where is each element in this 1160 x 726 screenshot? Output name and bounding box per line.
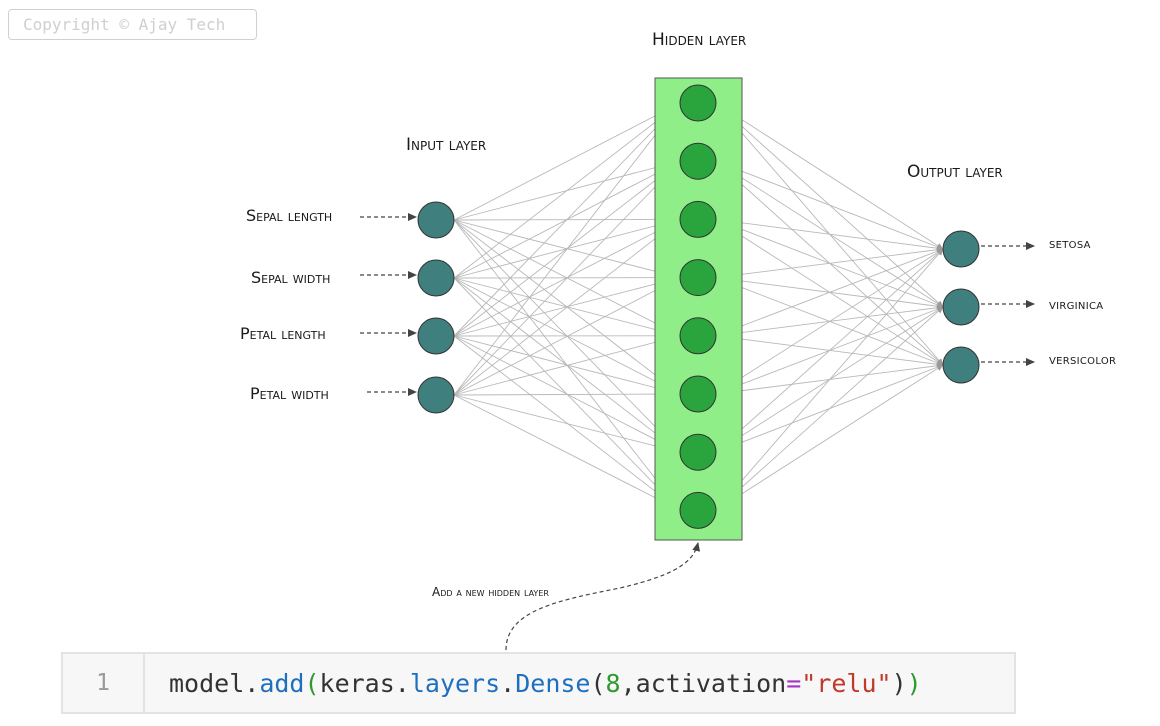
hidden-neuron	[679, 433, 717, 471]
code-editor: 1 model.add(keras.layers.Dense(8,activat…	[61, 652, 1016, 714]
code-token: layers	[409, 668, 501, 698]
code-token: Dense	[515, 668, 591, 698]
output-label-setosa: setosa	[1049, 236, 1091, 252]
hidden-neuron	[679, 84, 717, 122]
code-token: (	[590, 668, 606, 698]
hidden-output-edge	[715, 364, 944, 511]
annotation-add-hidden-layer: Add a new hidden layer	[432, 585, 549, 599]
output-neuron	[942, 230, 980, 268]
hidden-neuron	[679, 375, 717, 413]
hidden-layer-title: Hidden layer	[652, 30, 747, 50]
input-hidden-edge	[453, 102, 681, 396]
hidden-neuron	[679, 491, 717, 529]
code-token: "relu"	[801, 668, 892, 698]
input-hidden-edge	[453, 391, 681, 398]
connection-edges	[453, 102, 944, 511]
hidden-output-edge	[715, 246, 944, 279]
code-token: 8	[605, 668, 621, 698]
io-arrows	[360, 213, 1035, 396]
input-label-sepal-length: Sepal length	[246, 206, 333, 225]
input-neuron	[417, 259, 455, 297]
code-token: =	[786, 668, 802, 698]
input-hidden-edge	[453, 334, 681, 396]
hidden-output-edge	[715, 248, 944, 511]
output-layer-title: Output layer	[907, 162, 1003, 182]
hidden-output-edge	[715, 248, 944, 453]
code-token: add	[259, 668, 305, 698]
input-neuron	[417, 317, 455, 355]
input-neuron	[417, 376, 455, 414]
input-hidden-edge	[453, 394, 681, 454]
output-label-virginica: virginica	[1049, 297, 1104, 313]
input-neuron	[417, 201, 455, 239]
output-label-versicolor: versicolor	[1049, 352, 1117, 368]
hidden-output-edge	[715, 306, 944, 511]
hidden-output-edge	[715, 218, 944, 252]
code-line: model.add(keras.layers.Dense(8,activatio…	[145, 654, 922, 712]
code-token: model.	[169, 668, 260, 698]
code-token: .	[500, 668, 516, 698]
annotation-arrow	[505, 542, 701, 651]
hidden-output-edge	[715, 160, 944, 250]
code-token: keras.	[319, 668, 410, 698]
copyright-watermark: Copyright © Ajay Tech	[8, 9, 257, 40]
input-hidden-edge	[453, 160, 681, 396]
input-hidden-edge	[453, 219, 681, 396]
input-layer-title: Input layer	[406, 135, 487, 155]
input-label-petal-length: Petal length	[240, 324, 326, 343]
code-token: (	[304, 668, 320, 698]
hidden-neuron	[679, 317, 717, 355]
input-hidden-edge	[453, 277, 681, 396]
input-hidden-edge	[453, 102, 681, 279]
input-label-sepal-width: Sepal width	[251, 268, 331, 287]
neurons	[417, 84, 980, 529]
output-neuron	[942, 346, 980, 384]
input-hidden-edge	[453, 394, 681, 511]
hidden-neuron	[679, 142, 717, 180]
hidden-output-edge	[715, 248, 944, 337]
input-label-petal-width: Petal width	[250, 384, 329, 403]
code-token: )	[891, 668, 907, 698]
hidden-output-edge	[715, 102, 944, 250]
output-neuron	[942, 288, 980, 326]
hidden-neuron	[679, 200, 717, 238]
input-hidden-edge	[453, 102, 681, 221]
hidden-output-edge	[715, 248, 944, 395]
code-token: )	[906, 668, 922, 698]
input-hidden-edge	[453, 102, 681, 337]
code-token: ,activation	[620, 668, 787, 698]
hidden-neuron	[679, 259, 717, 297]
line-number: 1	[63, 654, 145, 712]
